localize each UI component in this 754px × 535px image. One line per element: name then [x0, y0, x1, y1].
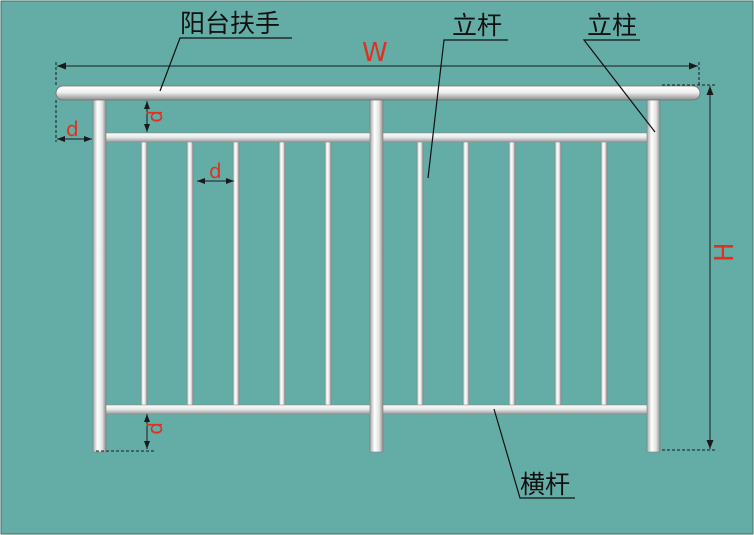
- baluster-label: 立杆: [452, 11, 502, 40]
- gap-label-top: p: [146, 110, 170, 123]
- leader-lines: [159, 37, 656, 499]
- post-left: [92, 96, 107, 453]
- baluster-6: [416, 139, 424, 409]
- baluster-5: [324, 139, 332, 409]
- handrail: [55, 85, 701, 101]
- baluster-8: [508, 139, 516, 409]
- height-label: H: [710, 242, 740, 262]
- baluster-10: [600, 139, 608, 409]
- post-label: 立柱: [587, 11, 637, 40]
- post-right: [646, 96, 661, 453]
- crossbar-label: 横杆: [520, 470, 570, 499]
- handrail-label: 阳台扶手: [180, 9, 280, 38]
- spacing-label-left: d: [66, 117, 79, 141]
- baluster-1: [140, 139, 148, 409]
- post-middle: [369, 96, 384, 453]
- baluster-3: [232, 139, 240, 409]
- baluster-2: [186, 139, 194, 409]
- width-label: W: [362, 38, 388, 68]
- baluster-4: [278, 139, 286, 409]
- gap-label-bottom: p: [146, 422, 170, 435]
- baluster-7: [462, 139, 470, 409]
- arrowheads: [57, 62, 714, 449]
- spacing-label-middle: d: [209, 159, 222, 183]
- baluster-9: [554, 139, 562, 409]
